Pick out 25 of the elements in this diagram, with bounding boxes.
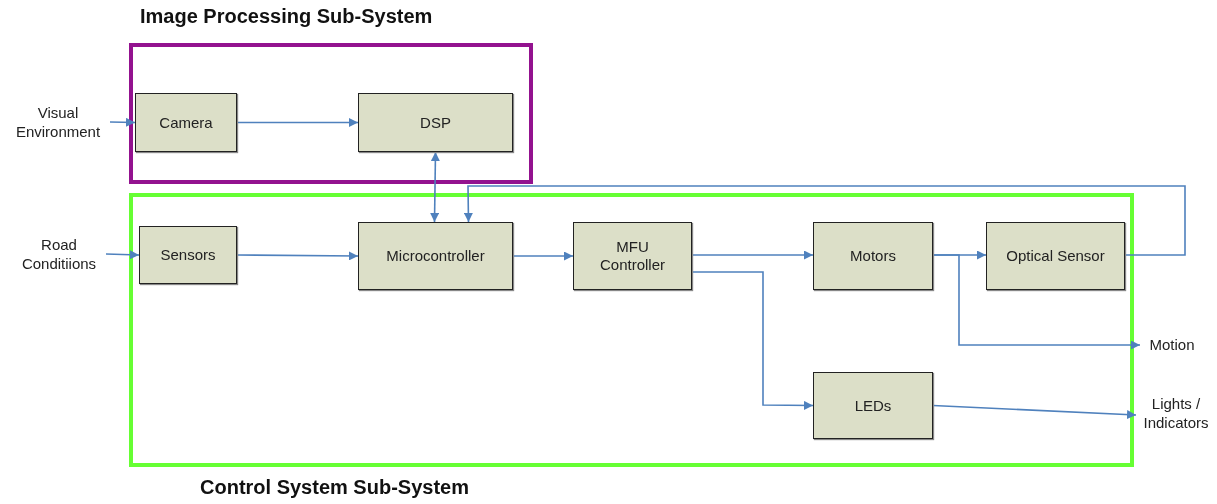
process-box: Motors — [813, 222, 933, 290]
io-label: Motion — [1149, 335, 1195, 355]
subsystem-title: Control System Sub-System — [200, 476, 469, 499]
io-label: Visual Environment — [14, 102, 102, 142]
arrow — [512, 251, 574, 261]
process-box: MFU Controller — [573, 222, 692, 290]
subsystem-title: Image Processing Sub-System — [140, 5, 433, 28]
process-box: Optical Sensor — [986, 222, 1125, 290]
arrow — [932, 404, 1137, 420]
process-box: Camera — [135, 93, 237, 152]
arrow — [463, 185, 1186, 256]
process-box: Microcontroller — [358, 222, 513, 290]
arrow — [236, 118, 359, 127]
io-label: Lights / Indicators — [1142, 393, 1210, 433]
arrow — [105, 250, 140, 260]
arrow — [691, 271, 814, 410]
arrow — [236, 251, 359, 261]
process-box: LEDs — [813, 372, 933, 439]
arrow — [430, 151, 440, 223]
arrow — [932, 254, 1141, 350]
process-box: DSP — [358, 93, 513, 152]
arrow — [109, 117, 136, 127]
io-label: Road Conditiions — [20, 234, 98, 274]
process-box: Sensors — [139, 226, 237, 284]
arrow — [691, 250, 814, 260]
